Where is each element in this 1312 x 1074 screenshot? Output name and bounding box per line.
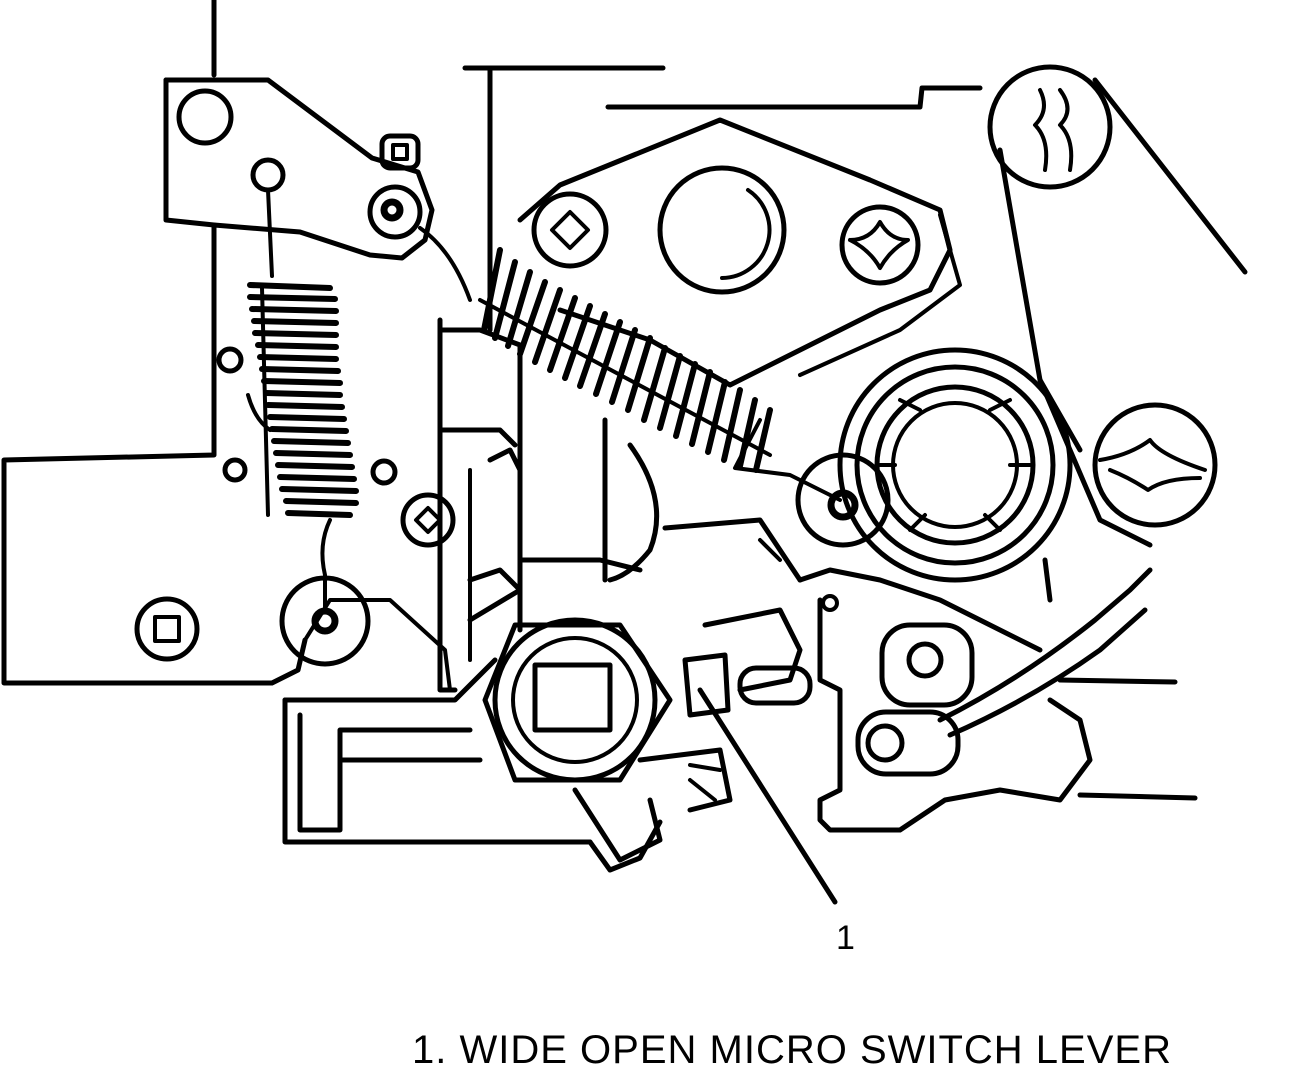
throttle-bore xyxy=(657,165,787,295)
legend-item-label: WIDE OPEN MICRO SWITCH LEVER xyxy=(459,1028,1172,1072)
left-bracket xyxy=(1,0,456,692)
linkage-pivot xyxy=(795,452,891,548)
throttle-body-casting xyxy=(282,317,803,873)
rod-end-pivot xyxy=(855,709,961,777)
hex-nut xyxy=(482,617,673,783)
screw-lower-right xyxy=(1092,402,1218,528)
screw-diamond-left xyxy=(400,492,456,548)
right-bracket xyxy=(987,64,1248,548)
callout-number: 1 xyxy=(836,919,855,957)
bracket-pivot-top xyxy=(367,184,423,240)
diagonal-throttle-spring xyxy=(418,226,842,502)
screw-phillips-right xyxy=(839,204,921,286)
micro-switch-lever xyxy=(572,607,813,863)
legend-item-number: 1. xyxy=(412,1028,448,1072)
lower-right-linkage xyxy=(797,557,1198,833)
throttle-plate xyxy=(517,117,962,388)
vertical-return-spring xyxy=(247,188,359,614)
lower-right-pivot xyxy=(879,622,975,708)
screw-diamond-top xyxy=(531,191,609,269)
square-nut-left xyxy=(134,596,200,662)
callout-1: 1 xyxy=(697,687,855,957)
screw-top-right xyxy=(987,64,1113,190)
small-nut-top xyxy=(379,133,421,171)
legend-caption: 1. WIDE OPEN MICRO SWITCH LEVER xyxy=(412,1030,1172,1070)
throttle-shaft-bearing xyxy=(837,347,1073,583)
